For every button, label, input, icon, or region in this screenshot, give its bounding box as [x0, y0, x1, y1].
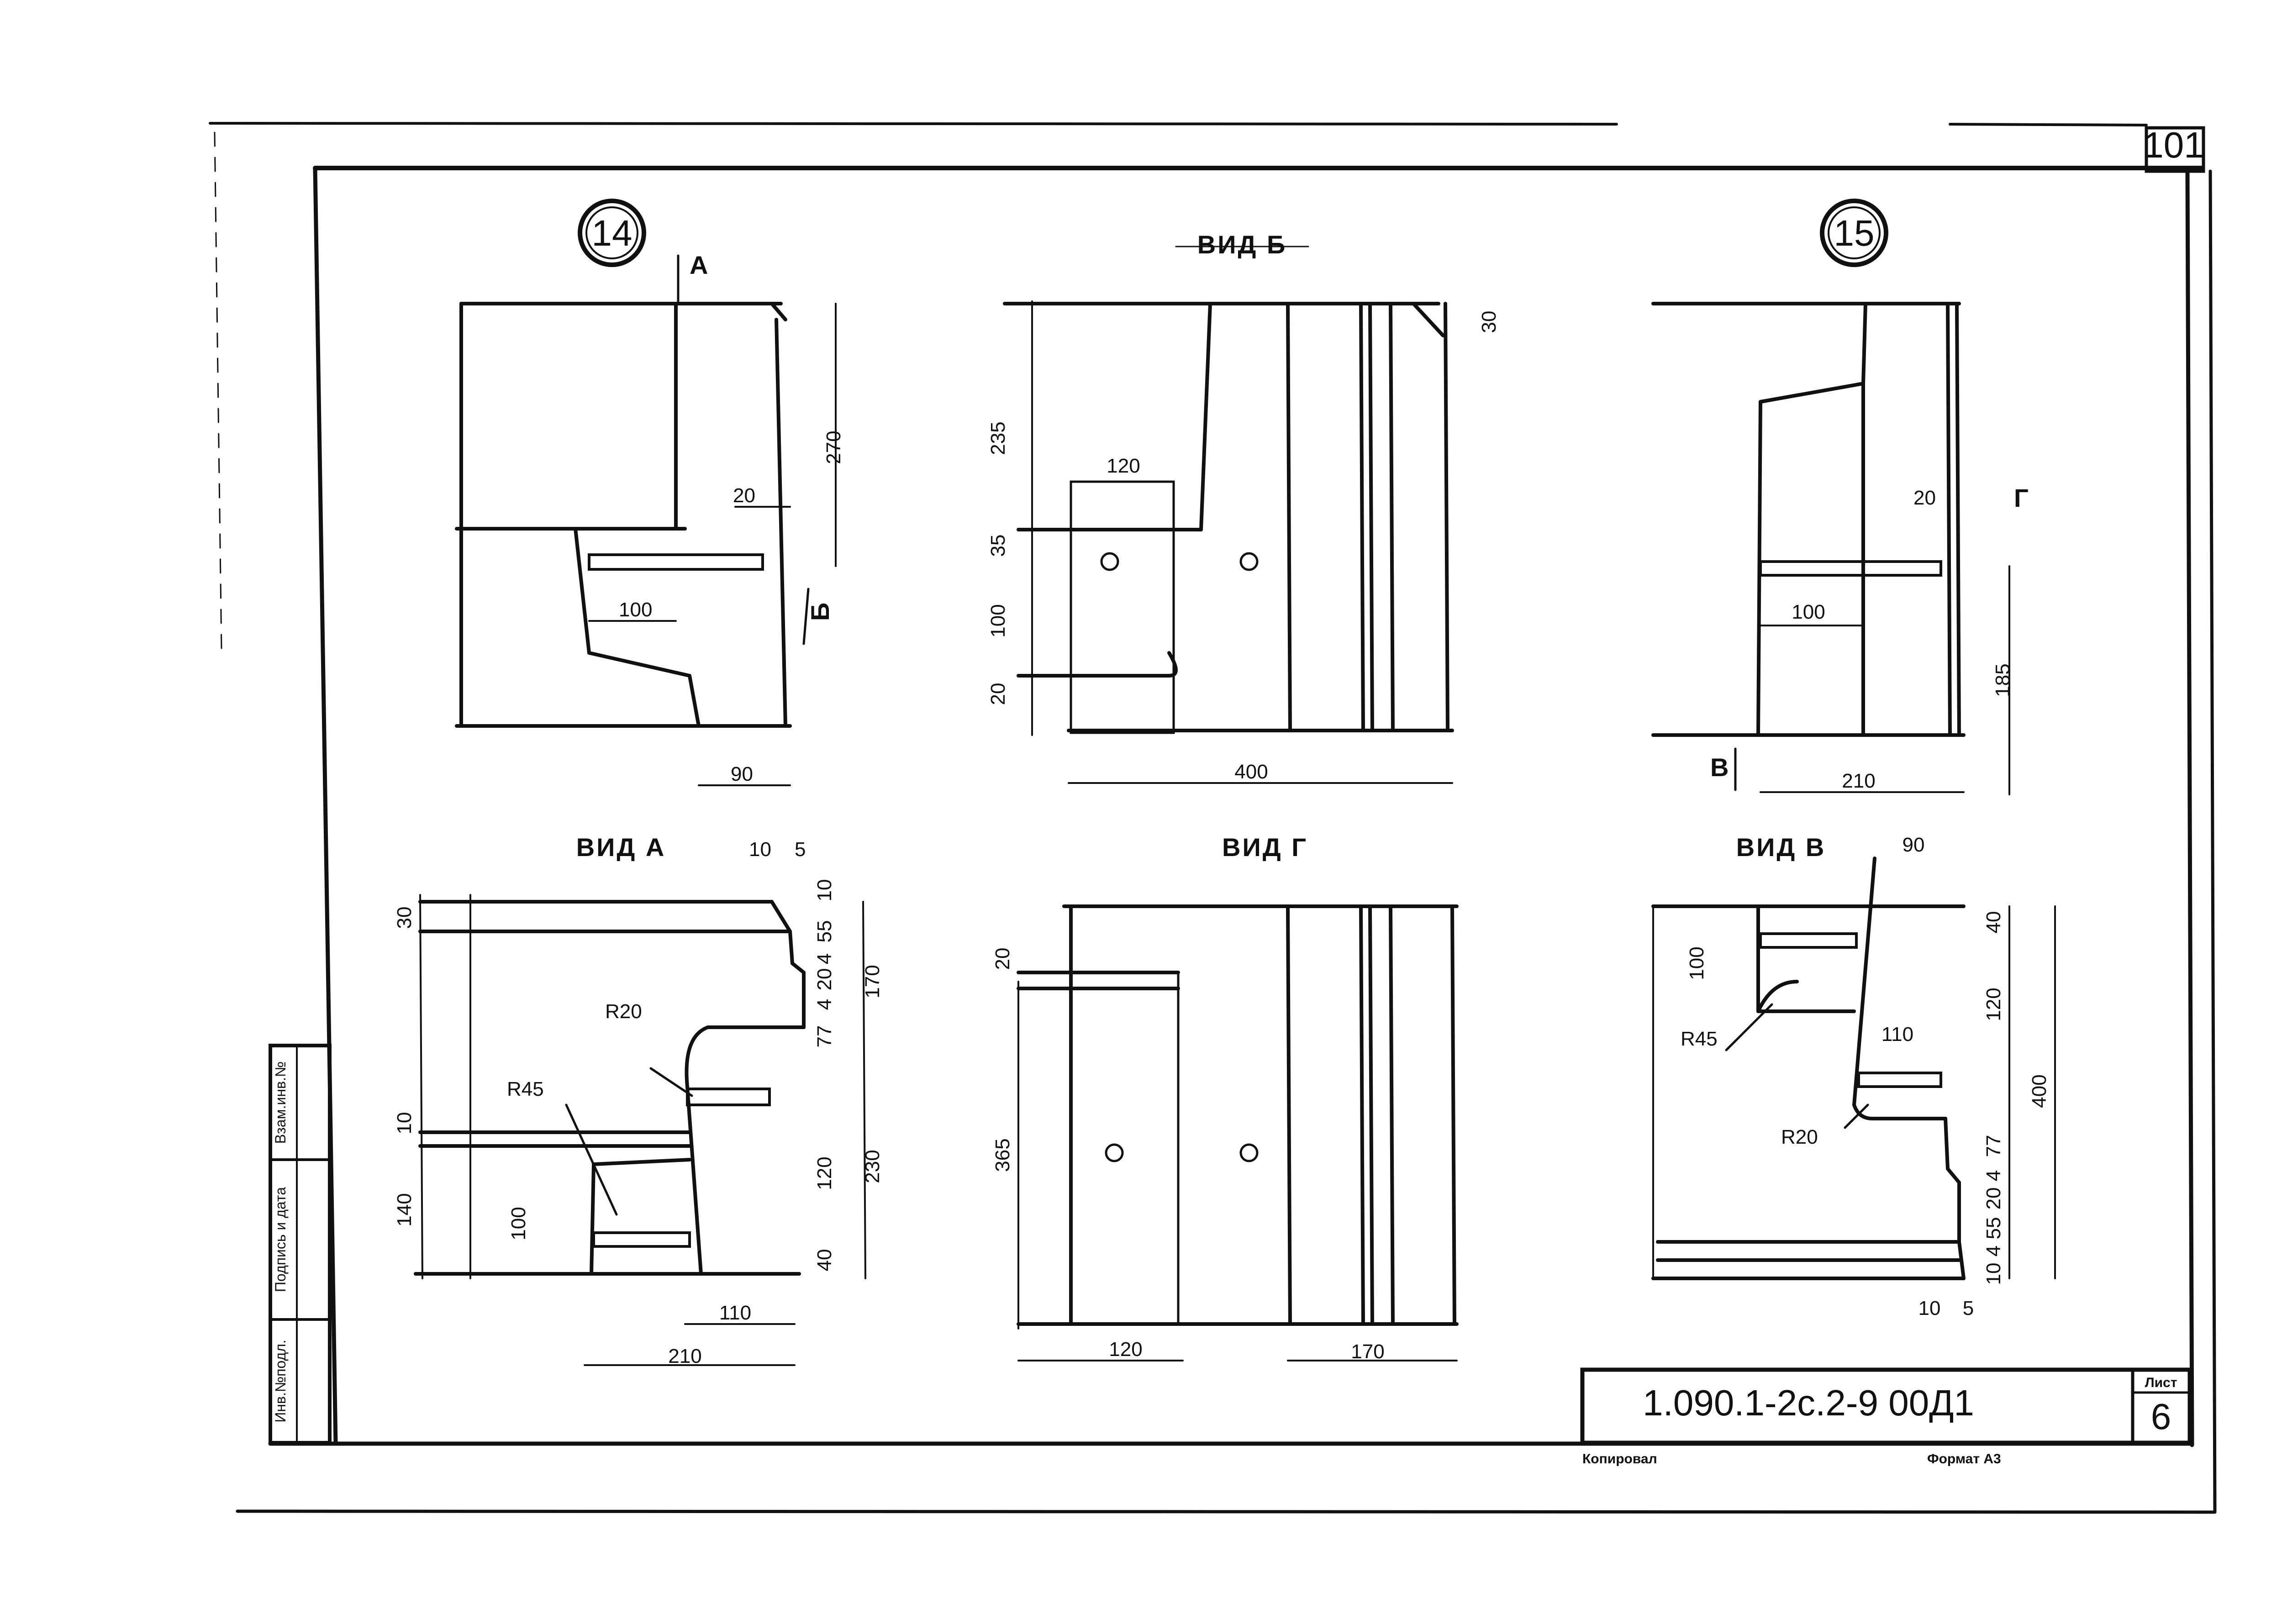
sheet-number: 101: [2143, 125, 2204, 165]
view-b-title: ВИД Б: [1197, 230, 1287, 259]
dim-15-185: 185: [1992, 663, 2014, 697]
dim-va-230: 230: [861, 1150, 884, 1183]
marker-b: Б: [806, 601, 834, 621]
dim-15-20: 20: [1913, 487, 1936, 509]
dim-va-120: 120: [813, 1156, 836, 1190]
dim-vv-10: 10: [1982, 1263, 2005, 1285]
dim-va-77: 77: [813, 1025, 836, 1048]
view-g-drawing: [1017, 904, 1459, 1361]
dim-vv-4b: 4: [1982, 1246, 2005, 1256]
marker-v: В: [1710, 753, 1730, 782]
dim-vg-170: 170: [1351, 1340, 1384, 1363]
dim-15-100: 100: [1792, 601, 1825, 623]
marker-g: Г: [2014, 484, 2030, 512]
side-table: [269, 1044, 332, 1445]
label-va-r45: R45: [507, 1078, 544, 1100]
dim-va-10a: 10: [813, 879, 836, 902]
dim-vv-110: 110: [1881, 1023, 1913, 1046]
dim-vb-235: 235: [987, 421, 1009, 455]
copied-label: Копировал: [1582, 1451, 1657, 1466]
view-v-drawing: [1651, 857, 2056, 1280]
dim-vv-90: 90: [1903, 834, 1925, 856]
view-v-title: ВИД В: [1736, 833, 1826, 862]
dim-14-20: 20: [733, 484, 755, 507]
dim-vb-35: 35: [987, 535, 1009, 557]
dim-vv-120: 120: [1982, 988, 2005, 1021]
detail-14-drawing: [455, 199, 837, 786]
dim-va-10: 10: [749, 838, 771, 861]
dim-vv-77: 77: [1982, 1135, 2005, 1157]
view-a-title: ВИД А: [576, 833, 666, 862]
side-original-inv: Инв.№подл.: [272, 1340, 289, 1423]
dim-vv-w10: 10: [1918, 1297, 1941, 1319]
dim-vv-400: 400: [2028, 1074, 2050, 1108]
dim-vb-100: 100: [987, 604, 1009, 637]
dim-va-40: 40: [813, 1249, 836, 1272]
dim-va-10b: 10: [393, 1112, 416, 1135]
label-vv-r20: R20: [1781, 1126, 1818, 1148]
dim-va-55: 55: [813, 920, 836, 943]
detail-14-number: 14: [592, 213, 632, 253]
dim-vg-365: 365: [991, 1138, 1014, 1172]
dim-va-5: 5: [795, 838, 806, 861]
label-vv-r45: R45: [1681, 1028, 1718, 1050]
document-code: 1.090.1-2с.2-9 00Д1: [1643, 1382, 1974, 1423]
dim-va-140: 140: [393, 1193, 416, 1226]
sheet-frame: [209, 122, 2217, 1514]
marker-a: А: [690, 251, 710, 279]
dim-vv-100: 100: [1686, 946, 1708, 980]
view-a-drawing: [414, 894, 866, 1366]
dim-va-30: 30: [393, 907, 416, 929]
dim-vv-40: 40: [1982, 911, 2005, 934]
dim-va-20: 20: [813, 968, 836, 991]
dim-15-210: 210: [1842, 770, 1875, 792]
sheet-value: 6: [2151, 1396, 2171, 1437]
detail-15-number: 15: [1834, 213, 1875, 253]
dim-14-100: 100: [619, 599, 652, 621]
dim-vv-4a: 4: [1982, 1170, 2005, 1181]
dim-vv-w5: 5: [1963, 1297, 1974, 1319]
format-label: Формат А3: [1927, 1451, 2001, 1466]
dim-va-4b: 4: [813, 999, 836, 1010]
title-block: [1580, 1367, 2192, 1445]
view-b-drawing: [1003, 246, 1454, 784]
dim-14-90: 90: [731, 763, 753, 785]
side-replaced-inv: Взам.инв.№: [272, 1062, 289, 1144]
side-signature-date: Подпись и дата: [272, 1187, 289, 1292]
dim-vb-400: 400: [1234, 761, 1268, 783]
dim-va-210: 210: [668, 1345, 701, 1367]
label-va-r20: R20: [605, 1000, 642, 1023]
sheet-label: Лист: [2145, 1375, 2177, 1390]
dim-vb-30: 30: [1478, 311, 1500, 333]
dim-vb-120: 120: [1107, 455, 1140, 477]
dim-vb-20: 20: [987, 683, 1009, 705]
dim-14-270: 270: [822, 431, 845, 464]
dim-va-170: 170: [861, 965, 884, 998]
dim-va-110: 110: [719, 1302, 751, 1324]
detail-15-drawing: [1651, 199, 2010, 795]
view-g-title: ВИД Г: [1222, 833, 1308, 862]
dim-vv-20: 20: [1982, 1188, 2005, 1210]
dim-vg-120: 120: [1109, 1338, 1142, 1361]
dim-vv-55: 55: [1982, 1217, 2005, 1240]
dim-va-100: 100: [507, 1207, 530, 1240]
dim-va-4a: 4: [813, 953, 836, 964]
dim-vg-20: 20: [991, 948, 1014, 970]
